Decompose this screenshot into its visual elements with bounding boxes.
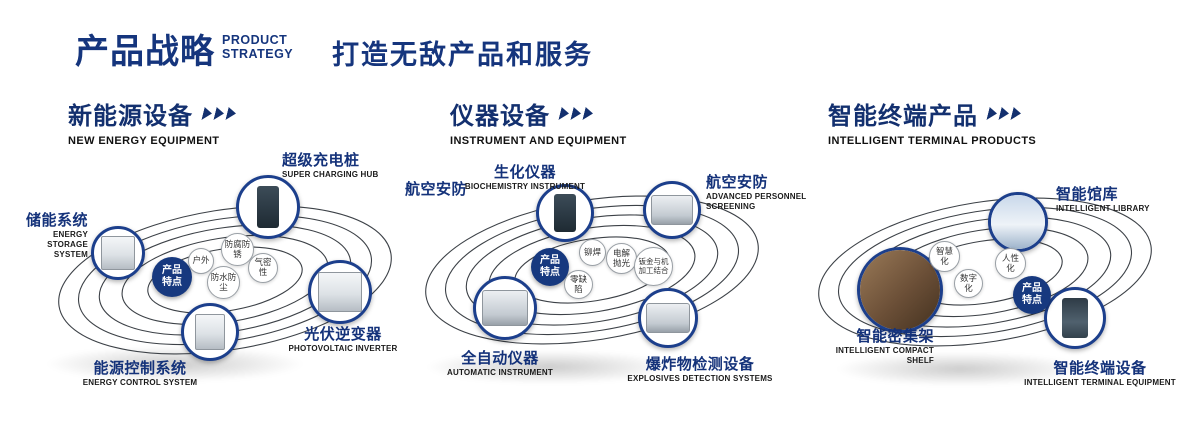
cluster-new-energy: 产品 特点 户外 防腐防锈 气密性 防水防尘 储能系统 ENERGY STORA… [26,150,420,412]
node-automatic-instrument [473,276,537,340]
section-title-text: 仪器设备 [450,103,550,130]
feature-bubble: 数字化 [954,269,983,298]
section-title: 新能源设备 [68,96,239,131]
feature-bubble: 防水防尘 [207,266,240,299]
feature-bubble: 铆焊 [579,239,606,266]
node-intelligent-terminal-equipment [1044,287,1106,349]
triple-arrow-icon [560,107,596,120]
section-title: 仪器设备 [450,96,627,131]
section-title: 智能终端产品 [828,96,1036,131]
hub-product-features: 产品 特点 [1013,276,1051,314]
node-photovoltaic-inverter [308,260,372,324]
page-title-en-line2: STRATEGY [222,47,294,61]
feature-bubble: 钣金与机加工结合 [634,247,673,286]
triple-arrow-icon [203,107,239,120]
hub-product-features: 产品 特点 [531,248,569,286]
node-energy-storage [91,226,145,280]
ground-shadow [45,346,305,382]
node-biochemistry-instrument [536,184,594,242]
cluster-instrument: 产品 特点 铆焊 电解抛光 钣金与机加工结合 零缺陷 航空安防 生化仪器 BIO… [400,150,806,412]
page-title-en-line1: PRODUCT [222,33,288,47]
node-explosives-detection [638,288,698,348]
intelligent-library-image [991,195,1045,249]
page-title-en: PRODUCT STRATEGY [222,33,293,61]
node-label-super-charging-hub: 超级充电桩 SUPER CHARGING HUB [282,152,379,180]
node-personnel-screening [643,181,701,239]
feature-bubble: 零缺陷 [564,270,593,299]
slogan: 打造无敌产品和服务 [332,40,593,70]
ground-shadow [425,350,675,384]
node-label-biochemistry-instrument: 生化仪器 BIOCHEMISTRY INSTRUMENT [464,164,586,192]
feature-bubble: 户外 [188,248,214,274]
explosives-detection-image [646,302,690,334]
section-subtitle: NEW ENERGY EQUIPMENT [68,135,220,147]
feature-bubble: 人性化 [995,248,1026,279]
ground-shadow [835,352,1085,386]
node-label-intelligent-compact-shelf: 智能密集架 INTELLIGENT COMPACT SHELF [835,328,934,366]
section-subtitle: INSTRUMENT AND EQUIPMENT [450,135,627,147]
terminal-equipment-image [1062,298,1088,338]
section-title-text: 智能终端产品 [828,103,978,130]
section-header-new-energy: 新能源设备 NEW ENERGY EQUIPMENT [68,96,239,147]
feature-bubble: 智慧化 [929,241,960,272]
section-subtitle: INTELLIGENT TERMINAL PRODUCTS [828,135,1037,147]
node-label-automatic-instrument: 全自动仪器 AUTOMATIC INSTRUMENT [447,350,553,378]
node-label-energy-control-system: 能源控制系统 ENERGY CONTROL SYSTEM [82,360,198,388]
charging-hub-image [256,186,280,228]
inverter-image [318,271,362,313]
node-label-intelligent-terminal-equipment: 智能终端设备 INTELLIGENT TERMINAL EQUIPMENT [1024,360,1176,388]
node-energy-control-system [181,303,239,361]
hub-product-features: 产品 特点 [152,257,192,297]
control-system-image [194,313,226,351]
triple-arrow-icon [988,107,1024,120]
cluster-intelligent-terminal: 产品 特点 智慧化 人性化 数字化 智能馆库 INTELLIGENT LIBRA… [810,150,1200,412]
personnel-screening-image [651,195,693,225]
node-label-personnel-screening: 航空安防 ADVANCED PERSONNEL SCREENING [706,174,807,212]
label-aviation-security: 航空安防 [405,181,468,198]
node-label-energy-storage: 储能系统 ENERGY STORAGE SYSTEM [25,212,88,260]
node-label-photovoltaic-inverter: 光伏逆变器 PHOTOVOLTAIC INVERTER [288,326,398,354]
energy-storage-image [100,236,136,270]
page-title: 产品战略 [75,33,215,71]
section-header-instrument: 仪器设备 INSTRUMENT AND EQUIPMENT [450,96,627,147]
node-intelligent-compact-shelf [857,247,943,333]
compact-shelf-image [860,250,940,330]
feature-bubble: 气密性 [248,253,278,283]
section-header-intelligent-terminal: 智能终端产品 INTELLIGENT TERMINAL PRODUCTS [828,96,1036,147]
node-super-charging-hub [236,175,300,239]
section-title-text: 新能源设备 [68,103,193,130]
feature-bubble: 电解抛光 [606,243,637,274]
node-label-explosives-detection: 爆炸物检测设备 EXPLOSIVES DETECTION SYSTEMS [627,356,773,384]
node-label-intelligent-library: 智能馆库 INTELLIGENT LIBRARY [1056,186,1150,214]
automatic-instrument-image [481,290,529,326]
biochemistry-instrument-image [553,194,577,232]
node-intelligent-library [988,192,1048,252]
